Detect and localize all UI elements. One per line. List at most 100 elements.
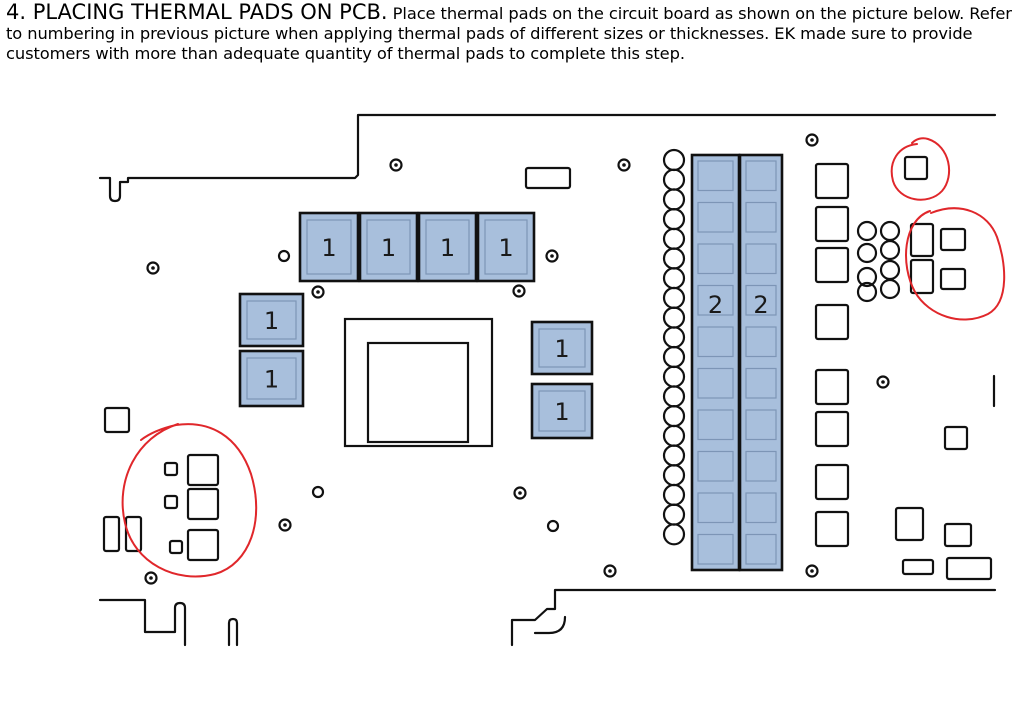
mounting-hole	[278, 518, 292, 532]
capacitor	[662, 365, 686, 388]
pad-body	[417, 211, 478, 283]
capacitor	[662, 188, 686, 211]
plain-hole	[277, 249, 291, 263]
pcb-component	[945, 556, 993, 581]
pad-body	[238, 292, 305, 348]
memory-chip-outline	[697, 201, 734, 233]
gpu-die	[366, 341, 470, 444]
pcb-component	[186, 453, 220, 487]
mounting-hole	[545, 249, 559, 263]
pad-body	[358, 211, 419, 283]
mounting-hole-center	[149, 576, 153, 580]
capacitor	[662, 385, 686, 408]
mounting-hole	[805, 564, 819, 578]
thermal-pad-strip-1: 2	[690, 153, 741, 572]
mounting-hole-center	[550, 254, 554, 258]
capacitor	[662, 424, 686, 447]
mounting-hole	[617, 158, 631, 172]
mounting-hole-center	[810, 569, 814, 573]
mounting-hole	[805, 133, 819, 147]
capacitor	[879, 278, 901, 300]
pcb-component	[168, 539, 184, 555]
mounting-hole-center	[518, 491, 522, 495]
thermal-pad-vrm-left-2: 1	[238, 349, 305, 408]
pcb-component	[939, 267, 967, 291]
memory-chip-outline	[745, 243, 777, 275]
pcb-component	[124, 515, 143, 553]
pcb-component	[163, 494, 179, 510]
pcb-board-outline	[98, 113, 997, 647]
thermal-pad-vrm-right-1: 1	[530, 320, 594, 376]
memory-chip-outline	[745, 367, 777, 399]
highlight-circle-right	[905, 207, 1006, 321]
pcb-components	[102, 133, 993, 585]
mounting-hole-center	[151, 266, 155, 270]
pad-inner-outline	[538, 328, 586, 368]
capacitor	[662, 483, 686, 506]
capacitor	[879, 239, 901, 261]
mounting-hole-center	[881, 380, 885, 384]
pcb-component	[186, 487, 220, 521]
highlight-circles	[121, 137, 1006, 578]
memory-chip-outline	[745, 492, 777, 524]
capacitor	[856, 220, 878, 242]
capacitor	[662, 306, 686, 329]
pcb-component	[814, 368, 850, 406]
memory-chip-outline	[697, 533, 734, 565]
mounting-hole	[512, 284, 526, 298]
pad-body	[298, 211, 360, 283]
memory-chip-outline	[697, 243, 734, 275]
step-title: 4. PLACING THERMAL PADS ON PCB.	[6, 0, 388, 24]
capacitor	[662, 464, 686, 487]
capacitor	[662, 345, 686, 369]
pad-number-label: 1	[321, 234, 336, 262]
capacitor	[662, 405, 686, 428]
capacitor	[662, 267, 686, 290]
pad-body	[738, 153, 784, 572]
mounting-hole-center	[608, 569, 612, 573]
mounting-hole-center	[316, 290, 320, 294]
capacitor	[662, 326, 686, 349]
instructions-paragraph: 4. PLACING THERMAL PADS ON PCB. Place th…	[6, 2, 1020, 64]
pad-number-label: 1	[554, 335, 569, 363]
pad-inner-outline	[246, 300, 297, 340]
pcb-component	[909, 222, 935, 258]
memory-chip-outline	[697, 284, 734, 316]
capacitor	[879, 259, 901, 281]
memory-chip-outline	[745, 533, 777, 565]
thermal-pad-vrm-top-4: 1	[476, 211, 536, 283]
thermal-pad-vrm-top-1: 1	[298, 211, 360, 283]
memory-chip-outline	[697, 492, 734, 524]
memory-chip-outline	[745, 201, 777, 233]
memory-chip-outline	[745, 409, 777, 441]
plain-hole	[546, 519, 560, 533]
capacitor	[662, 247, 686, 270]
capacitor	[662, 168, 686, 191]
capacitor	[662, 148, 686, 172]
mounting-hole	[513, 486, 527, 500]
pcb-component	[524, 166, 572, 190]
pcb-component	[102, 515, 121, 553]
mounting-hole	[603, 564, 617, 578]
capacitor	[662, 503, 686, 526]
pcb-component	[814, 410, 850, 448]
pad-body	[690, 153, 741, 572]
pcb-component	[903, 155, 929, 181]
pad-number-label: 1	[498, 234, 513, 262]
pad-number-label: 1	[381, 234, 396, 262]
pad-number-label: 1	[264, 366, 279, 394]
highlight-circle-left	[121, 423, 258, 578]
thermal-pad-vrm-left-1: 1	[238, 292, 305, 348]
pad-body	[530, 320, 594, 376]
mounting-hole-center	[622, 163, 626, 167]
capacitor	[856, 281, 878, 303]
pad-inner-outline	[366, 219, 411, 275]
pcb-component	[894, 506, 925, 542]
memory-chip-outline	[745, 160, 777, 192]
pcb-component	[943, 425, 969, 451]
mounting-hole	[876, 375, 890, 389]
pcb-component	[814, 303, 850, 341]
pcb-component	[103, 406, 131, 434]
mounting-hole-center	[810, 138, 814, 142]
